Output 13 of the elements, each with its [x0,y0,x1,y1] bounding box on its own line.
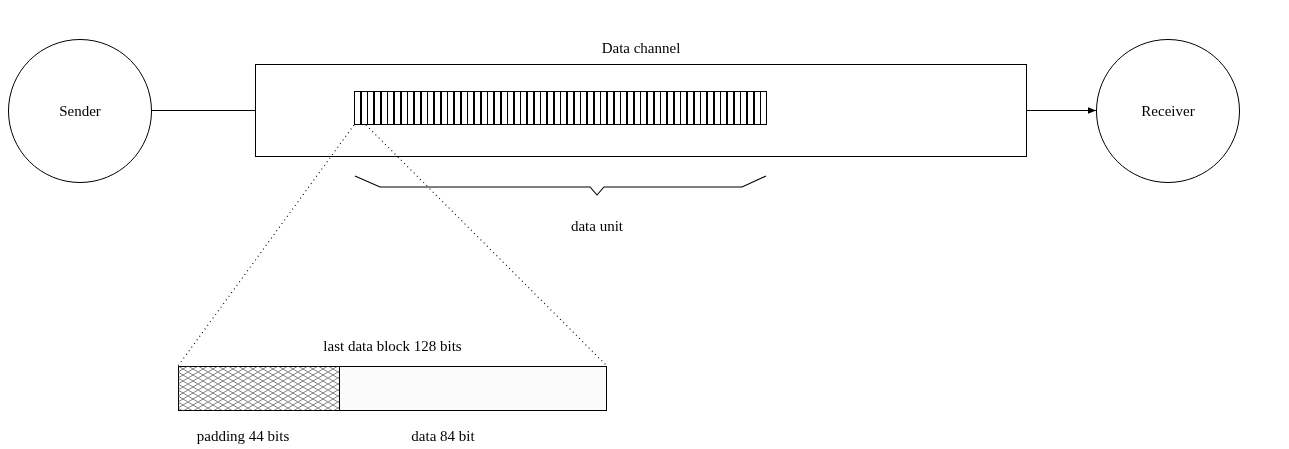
box-heading: Data channel [600,40,682,57]
segment-label: data 84 bit [411,428,475,445]
segment-label: padding 44 bits [196,428,290,445]
padding-segment [178,366,339,411]
node-label: Sender [59,102,101,120]
connector-line [151,109,256,112]
zoom-line [177,124,355,367]
brace-label: data unit [570,218,624,235]
arrow [1026,107,1097,114]
data-segment [339,366,607,411]
box-heading: last data block 128 bits [322,338,463,355]
node-label: Receiver [1141,102,1195,120]
data-unit-bar [354,91,767,125]
